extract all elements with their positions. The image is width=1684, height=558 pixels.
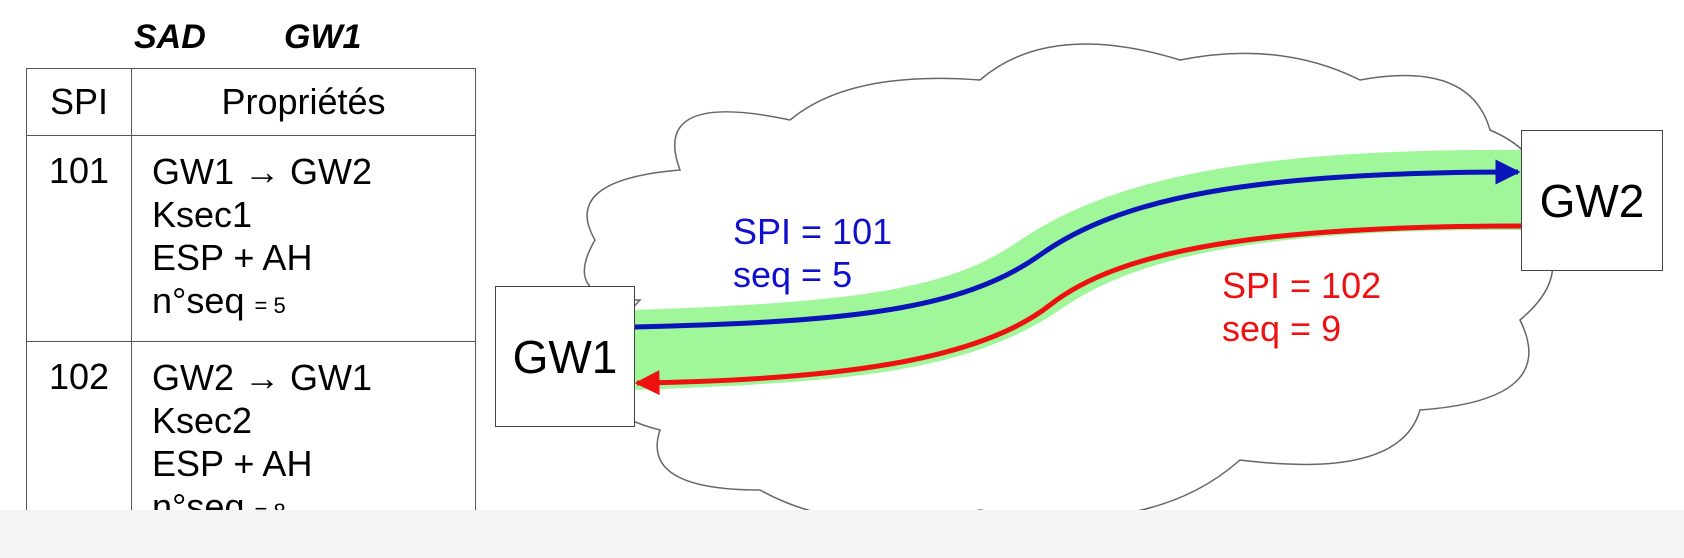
sa-102-arrow [634,223,1523,396]
gateway-gw1-node: GW1 [495,286,635,427]
bottom-fade-bar [0,510,1684,558]
sa-101-label: SPI = 101 seq = 5 [733,210,892,296]
table-row: 101 GW1 → GW2 Ksec1 ESP + AH n°seq = 5 [26,135,476,342]
col-header-spi: SPI [26,68,132,136]
sa-101-seq: seq = 5 [733,254,853,295]
ipsec-tunnel [632,149,1523,390]
gateway-title: GW1 [284,18,362,56]
prop-protocol: ESP + AH [152,237,313,278]
prop-key: Ksec2 [152,400,253,441]
prop-protocol: ESP + AH [152,443,313,484]
sa-101-spi: SPI = 101 [733,211,893,252]
prop-route: GW2 → GW1 [152,357,373,398]
sa-102-spi: SPI = 102 [1222,265,1382,306]
cell-spi: 101 [26,135,132,342]
col-header-properties: Propriétés [131,68,476,136]
table-header-row: SPI Propriétés [26,68,476,136]
cell-properties: GW1 → GW2 Ksec1 ESP + AH n°seq = 5 [131,135,476,342]
sa-101-arrow [633,159,1521,330]
prop-key: Ksec1 [152,194,253,235]
sa-102-seq: seq = 9 [1222,308,1342,349]
gateway-gw2-node: GW2 [1521,130,1663,271]
prop-seq: n°seq = 5 [152,279,475,327]
gateway-gw1-label: GW1 [512,330,618,383]
seq-value: = 5 [254,293,286,318]
sad-title: SAD [134,18,206,56]
prop-route: GW1 → GW2 [152,151,373,192]
sa-102-label: SPI = 102 seq = 9 [1222,264,1381,350]
seq-label: n°seq [152,280,245,321]
gateway-gw2-label: GW2 [1539,174,1645,227]
